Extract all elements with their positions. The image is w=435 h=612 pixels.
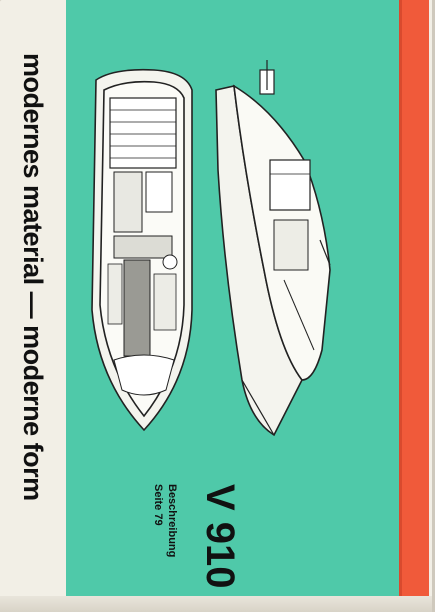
boat-drawings xyxy=(91,60,331,437)
model-name: V 910 xyxy=(198,484,242,589)
red-spine-stripe xyxy=(399,0,429,600)
slogan-title: modernes material — moderne form xyxy=(18,53,48,501)
description-block: Beschreibung Seite 79 xyxy=(143,484,179,574)
boat-side-view-illustration xyxy=(215,60,331,437)
page-reference: Seite 79 xyxy=(152,484,164,526)
page-bottom-edge xyxy=(0,596,432,612)
description-label: Beschreibung xyxy=(166,484,178,558)
boat-top-view-illustration xyxy=(91,68,193,432)
